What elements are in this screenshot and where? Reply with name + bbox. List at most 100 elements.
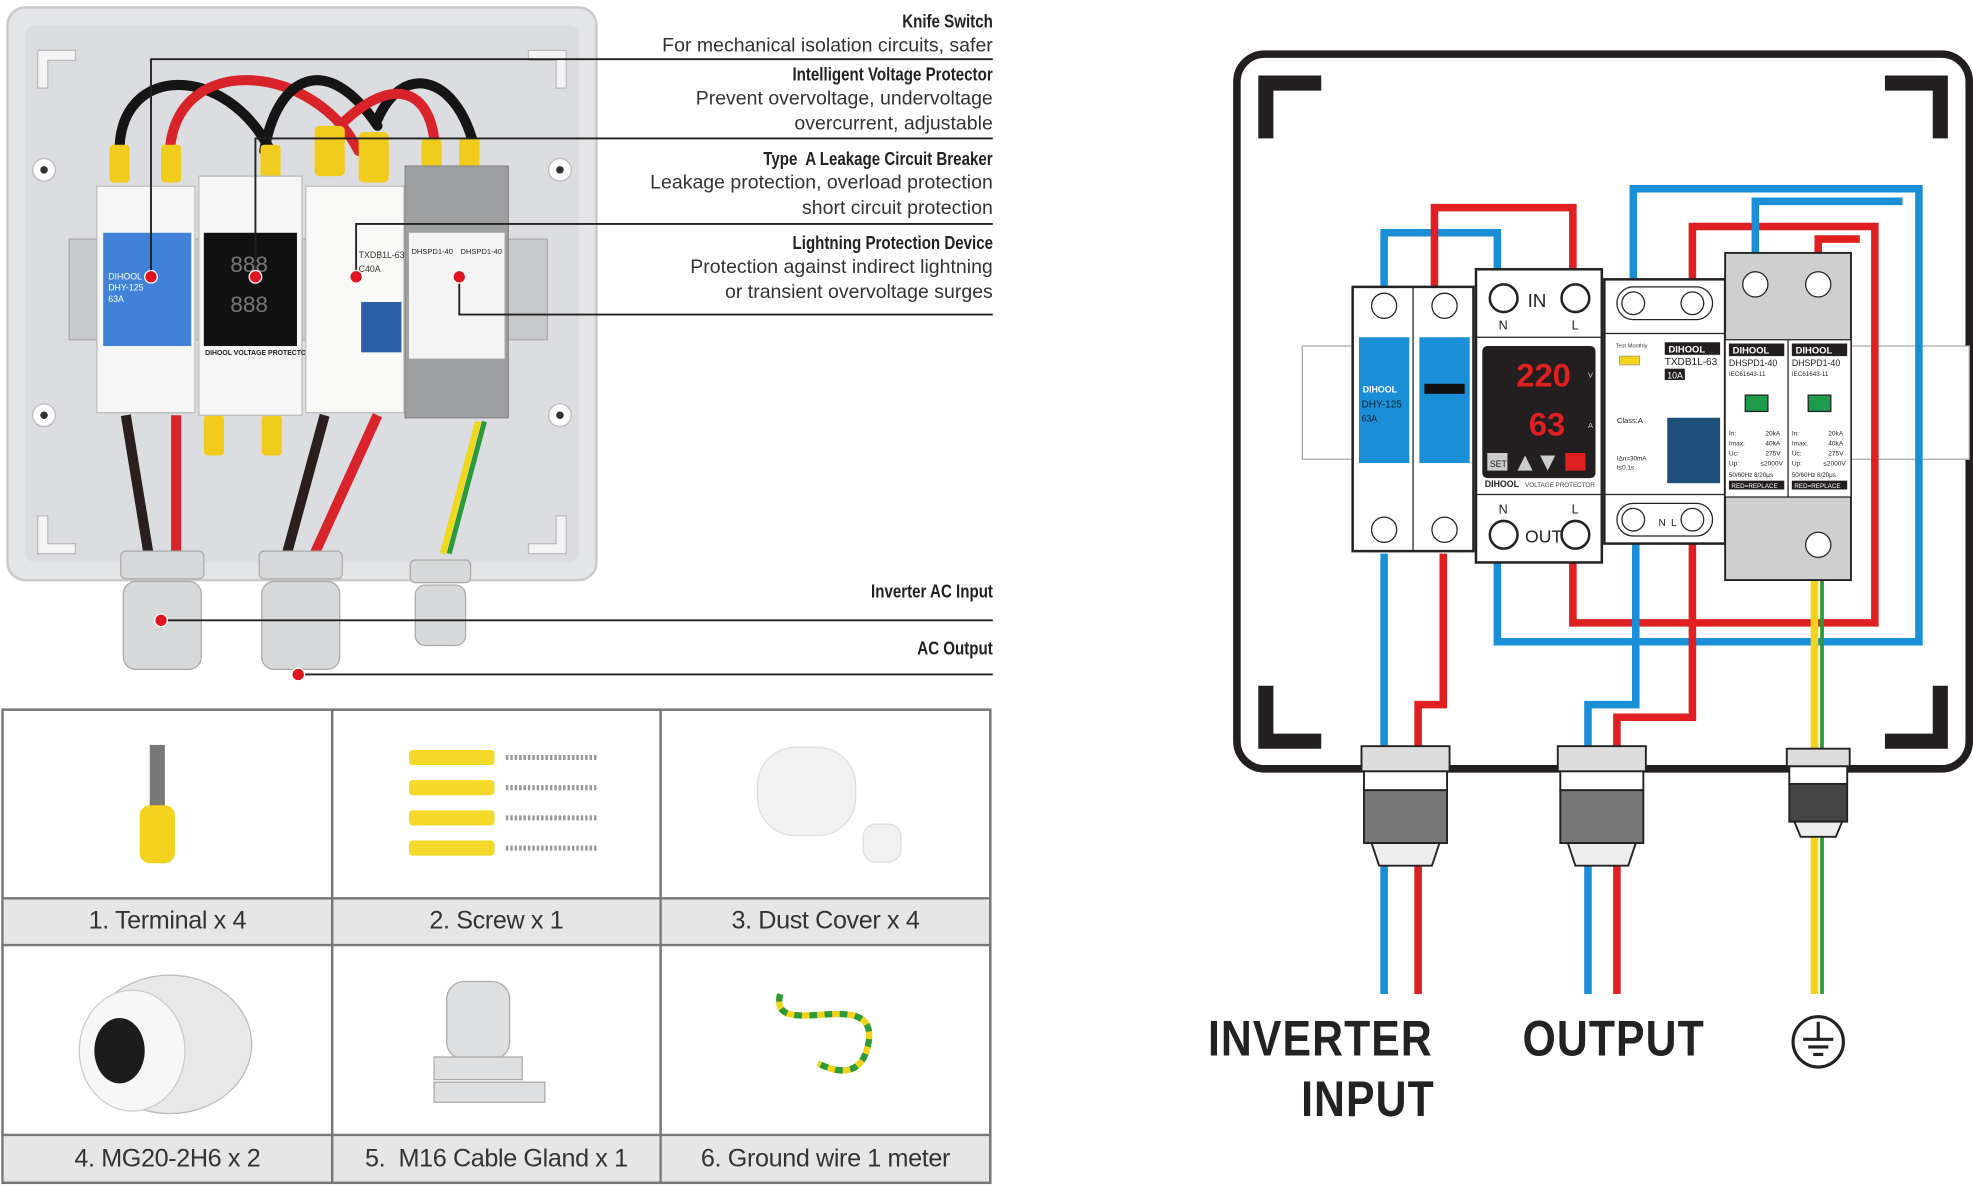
photo-vp-footer: DIHOOL VOLTAGE PROTECTOR xyxy=(205,350,311,357)
diagram-shape xyxy=(1664,342,1721,355)
diagram-shape xyxy=(1358,337,1410,464)
photo-rcbo-model: TXDB1L-63 xyxy=(359,250,405,260)
spd-std-2: IEC61643-11 xyxy=(1792,371,1829,378)
diagram-shape xyxy=(94,1017,145,1084)
diagram-shape xyxy=(1805,531,1832,559)
accessory-label: 3. Dust Cover x 4 xyxy=(661,899,990,944)
spd-brand-1: DIHOOL xyxy=(1733,345,1770,356)
diagram-shape xyxy=(1791,480,1848,490)
callout-title: Lightning Protection Device xyxy=(792,232,993,255)
vp-unit-v: V xyxy=(1588,370,1593,379)
diagram-shape xyxy=(1370,516,1398,543)
diagram-shape xyxy=(439,420,482,555)
callout-title: Knife Switch xyxy=(902,11,993,33)
diagram-shape xyxy=(862,823,902,863)
photo-rcbo-toggle xyxy=(361,301,402,353)
diagram-shape xyxy=(1742,271,1832,559)
diagram-rcbo: Test Monthly DIHOOL TXDB1L-63 10A Class:… xyxy=(1603,278,1727,545)
diagram-shape xyxy=(1370,292,1398,319)
diagram-shape xyxy=(1788,782,1849,823)
diagram-shape xyxy=(1556,745,1647,773)
callout-desc: Leakage protection, overload protection xyxy=(650,172,993,194)
diagram-shape xyxy=(408,810,495,826)
diagram-text: Uc: xyxy=(1729,451,1739,458)
diagram-text: 40kA xyxy=(1828,440,1844,447)
diagram-shape xyxy=(282,413,330,555)
screw-anchor-icon xyxy=(408,749,597,856)
spd-brand-2: DIHOOL xyxy=(1796,345,1833,356)
diagram-shape xyxy=(1559,789,1645,845)
terminal-icon xyxy=(139,744,175,864)
diagram-shape xyxy=(408,749,495,856)
diagram-text: Up: xyxy=(1729,461,1739,468)
vp-n-out: N xyxy=(1499,502,1508,516)
diagram-text: Imax: xyxy=(1729,440,1745,447)
callout-lightning-device: Lightning Protection Device Protection a… xyxy=(690,233,993,306)
vp-voltage-display: 220 xyxy=(1516,356,1571,393)
diagram-shape xyxy=(1560,283,1591,314)
spd-wave-2: 50/60Hz 8/20μs xyxy=(1792,472,1836,479)
diagram-shape xyxy=(1488,519,1519,550)
diagram-shape xyxy=(37,49,77,89)
diagram-shape xyxy=(1363,770,1448,792)
ac-output-dot xyxy=(291,667,306,682)
ground-wire-icon xyxy=(776,993,873,1074)
diagram-shape xyxy=(334,88,440,144)
callout-desc: short circuit protection xyxy=(802,197,993,219)
diagram-shape xyxy=(150,58,993,277)
vp-out-label: OUT xyxy=(1525,526,1562,546)
diagram-shape xyxy=(776,993,873,1074)
spd-model-1: DHSPD1-40 xyxy=(1729,358,1778,368)
rcbo-l: L xyxy=(1671,518,1677,529)
vp-in-label: IN xyxy=(1528,290,1547,311)
diagram-shape xyxy=(421,138,442,169)
diagram-shape xyxy=(1517,455,1533,471)
spd-specs: In:20kA Imax:40kA Uc:275V Up:≤2000V In:2… xyxy=(1729,430,1846,467)
vp-set-button: SET xyxy=(1490,459,1508,469)
callout-title: Intelligent Voltage Protector xyxy=(792,64,993,86)
diagram-shape xyxy=(358,132,389,183)
diagram-shape xyxy=(459,138,480,169)
diagram-text: 40kA xyxy=(1765,440,1781,447)
enclosure-photo: DIHOOL DHY-125 63A 888 888 DIHOOL VOLTAG… xyxy=(6,6,993,682)
photo-vp-display xyxy=(203,232,297,347)
voltage-protector-dot xyxy=(248,269,263,284)
diagram-shape xyxy=(458,276,993,316)
rcbo-brand: DIHOOL xyxy=(1669,343,1706,354)
diagram-shape xyxy=(149,744,165,808)
wire-neutral-in xyxy=(1380,229,1502,287)
output-label: OUTPUT xyxy=(1522,1011,1705,1068)
callout-leakage-breaker: Type A Leakage Circuit Breaker Leakage p… xyxy=(650,148,993,221)
dust-cover-icon xyxy=(756,746,902,863)
rcbo-rating: 10A xyxy=(1667,371,1683,381)
rcbo-idn: IΔn=30mA xyxy=(1617,456,1647,463)
diagram-shape xyxy=(1791,343,1848,357)
wire-live-in xyxy=(1430,203,1577,287)
diagram-shape xyxy=(1487,452,1508,471)
diagram-shape xyxy=(1621,291,1646,316)
diagram-text: 275V xyxy=(1765,451,1781,458)
inverter-ac-input-label: Inverter AC Input xyxy=(870,581,993,603)
knife-rating: 63A xyxy=(1361,414,1377,424)
photo-rcbo-rating: C40A xyxy=(359,264,381,274)
photo-knife-brand: DIHOOL xyxy=(108,271,142,281)
rcbo-toggle xyxy=(1667,417,1721,484)
callout-desc: Prevent overvoltage, undervoltage xyxy=(695,88,993,110)
diagram-shape xyxy=(408,749,495,766)
diagram-shape xyxy=(1742,271,1769,298)
accessory-label: 4. MG20-2H6 x 2 xyxy=(3,1136,331,1182)
knife-brand: DIHOOL xyxy=(1363,385,1398,395)
accessory-label: 5. M16 Cable Gland x 1 xyxy=(333,1136,660,1182)
vp-footer-brand: DIHOOL xyxy=(1485,479,1520,489)
diagram-shape xyxy=(355,223,993,277)
diagram-shape xyxy=(409,559,472,584)
rcbo-n: N xyxy=(1658,518,1665,529)
accessory-label: 1. Terminal x 4 xyxy=(3,899,331,944)
diagram-shape xyxy=(1805,271,1832,298)
photo-spd-model: DHSPD1-40 xyxy=(411,247,452,256)
diagram-spd: DIHOOL DIHOOL DHSPD1-40 DHSPD1-40 IEC616… xyxy=(1724,251,1852,582)
diagram-shape xyxy=(1431,292,1458,319)
diagram-shape xyxy=(1419,337,1470,464)
